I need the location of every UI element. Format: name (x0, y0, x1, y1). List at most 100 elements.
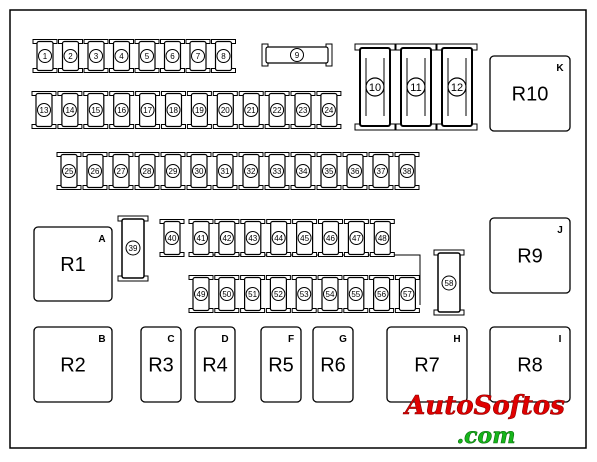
fuse-label: 29 (169, 167, 178, 176)
fuse-label: 46 (326, 234, 335, 243)
fuse-label: 19 (195, 106, 204, 115)
fuse-label: 58 (445, 279, 454, 288)
maxi-fuse-12: 12 (436, 43, 478, 131)
relay-r9: R9J (489, 217, 571, 294)
watermark-line1: AutoSoftos (402, 391, 565, 421)
fuse-label: 8 (221, 52, 226, 61)
fuse-39: 39 (117, 215, 149, 282)
fuse-8: 8 (211, 39, 236, 73)
fuse-label: 13 (40, 106, 49, 115)
fuse-label: 48 (378, 234, 387, 243)
fuse-45: 45 (292, 219, 318, 257)
fuse-17: 17 (135, 91, 161, 129)
relay-letter: J (557, 225, 563, 236)
fuse-32: 32 (238, 152, 264, 190)
fuse-25: 25 (56, 152, 82, 190)
fuse-label: 4 (119, 52, 124, 61)
fuse-6: 6 (160, 39, 185, 73)
fuse-label: 30 (195, 167, 204, 176)
fuse-label: 18 (169, 106, 178, 115)
fuse-label: 17 (143, 106, 152, 115)
maxi-fuse-label: 12 (451, 82, 463, 94)
fuse-21: 21 (238, 91, 264, 129)
fuse-label: 6 (170, 52, 175, 61)
fuse-label: 40 (168, 234, 177, 243)
fuse-label: 54 (326, 290, 335, 299)
relay-letter: I (559, 334, 562, 345)
relay-name: R1 (60, 254, 86, 276)
fuse-label: 45 (300, 234, 309, 243)
relay-r6: R6G (312, 326, 354, 403)
watermark: AutoSoftos .com (402, 391, 566, 450)
relay-r4: R4D (194, 326, 236, 403)
relay-r3: R3 C (140, 326, 182, 403)
fuse-33: 33 (264, 152, 290, 190)
relay-name: R8 (517, 355, 543, 377)
fuse-label: 22 (273, 106, 282, 115)
fuse-label: 56 (377, 290, 386, 299)
relay-letter: C (167, 334, 174, 345)
fuse-38: 38 (394, 152, 420, 190)
fuse-label: 31 (221, 167, 230, 176)
fuse-44: 44 (266, 219, 292, 257)
fuse-20: 20 (212, 91, 238, 129)
fuse-label: 42 (222, 234, 231, 243)
fuse-1: 1 (32, 39, 58, 73)
fuse-18: 18 (161, 91, 186, 129)
fuse-label: 15 (91, 106, 100, 115)
fuse-50: 50 (214, 275, 240, 313)
fuse-29: 29 (160, 152, 186, 190)
fuse-label: 1 (43, 52, 48, 61)
fuse-28: 28 (134, 152, 160, 190)
fuse-label: 33 (273, 167, 282, 176)
fuse-label: 3 (94, 52, 99, 61)
fuse-label: 57 (403, 290, 412, 299)
fuse-15: 15 (83, 91, 109, 129)
fuse-36: 36 (342, 152, 368, 190)
fuse-14: 14 (57, 91, 83, 129)
fuse-31: 31 (212, 152, 238, 190)
fuse-label: 37 (377, 167, 386, 176)
fuse-24: 24 (316, 91, 342, 129)
relay-r1: R1A (33, 226, 113, 302)
fuse-4: 4 (109, 39, 134, 73)
watermark-line2: .com (456, 423, 515, 449)
relay-name: R6 (320, 355, 346, 377)
fuse-47: 47 (343, 219, 369, 257)
fuse-label: 23 (299, 106, 308, 115)
fuse-label: 49 (197, 290, 206, 299)
fuse-label: 41 (197, 234, 206, 243)
fuse-2: 2 (58, 39, 83, 73)
fuse-9: 9 (261, 43, 333, 67)
fuse-54: 54 (317, 275, 343, 313)
fuse-56: 56 (369, 275, 395, 313)
maxi-fuse-label: 10 (369, 82, 381, 94)
fuse-label: 50 (222, 290, 231, 299)
relay-name: R3 (148, 355, 174, 377)
fuse-35: 35 (316, 152, 342, 190)
fuse-label: 16 (117, 106, 126, 115)
fuse-41: 41 (188, 219, 214, 257)
relay-name: R2 (60, 355, 86, 377)
fuse-46: 46 (318, 219, 343, 257)
fuse-55: 55 (343, 275, 369, 313)
fuse-label: 38 (403, 167, 412, 176)
fuse-30: 30 (186, 152, 212, 190)
fuse-label: 27 (117, 167, 126, 176)
fuse-label: 51 (248, 290, 257, 299)
maxi-fuse-11: 11 (395, 43, 437, 131)
fuse-label: 36 (351, 167, 360, 176)
fuse-49: 49 (188, 275, 214, 313)
relay-name: R10 (512, 84, 549, 106)
fuse-label: 34 (299, 167, 308, 176)
fuse-23: 23 (290, 91, 316, 129)
fuse-27: 27 (108, 152, 134, 190)
fuse-label: 2 (68, 52, 73, 61)
maxi-fuse-label: 11 (410, 82, 421, 94)
fuse-label: 55 (351, 290, 360, 299)
fuse-label: 35 (325, 167, 334, 176)
